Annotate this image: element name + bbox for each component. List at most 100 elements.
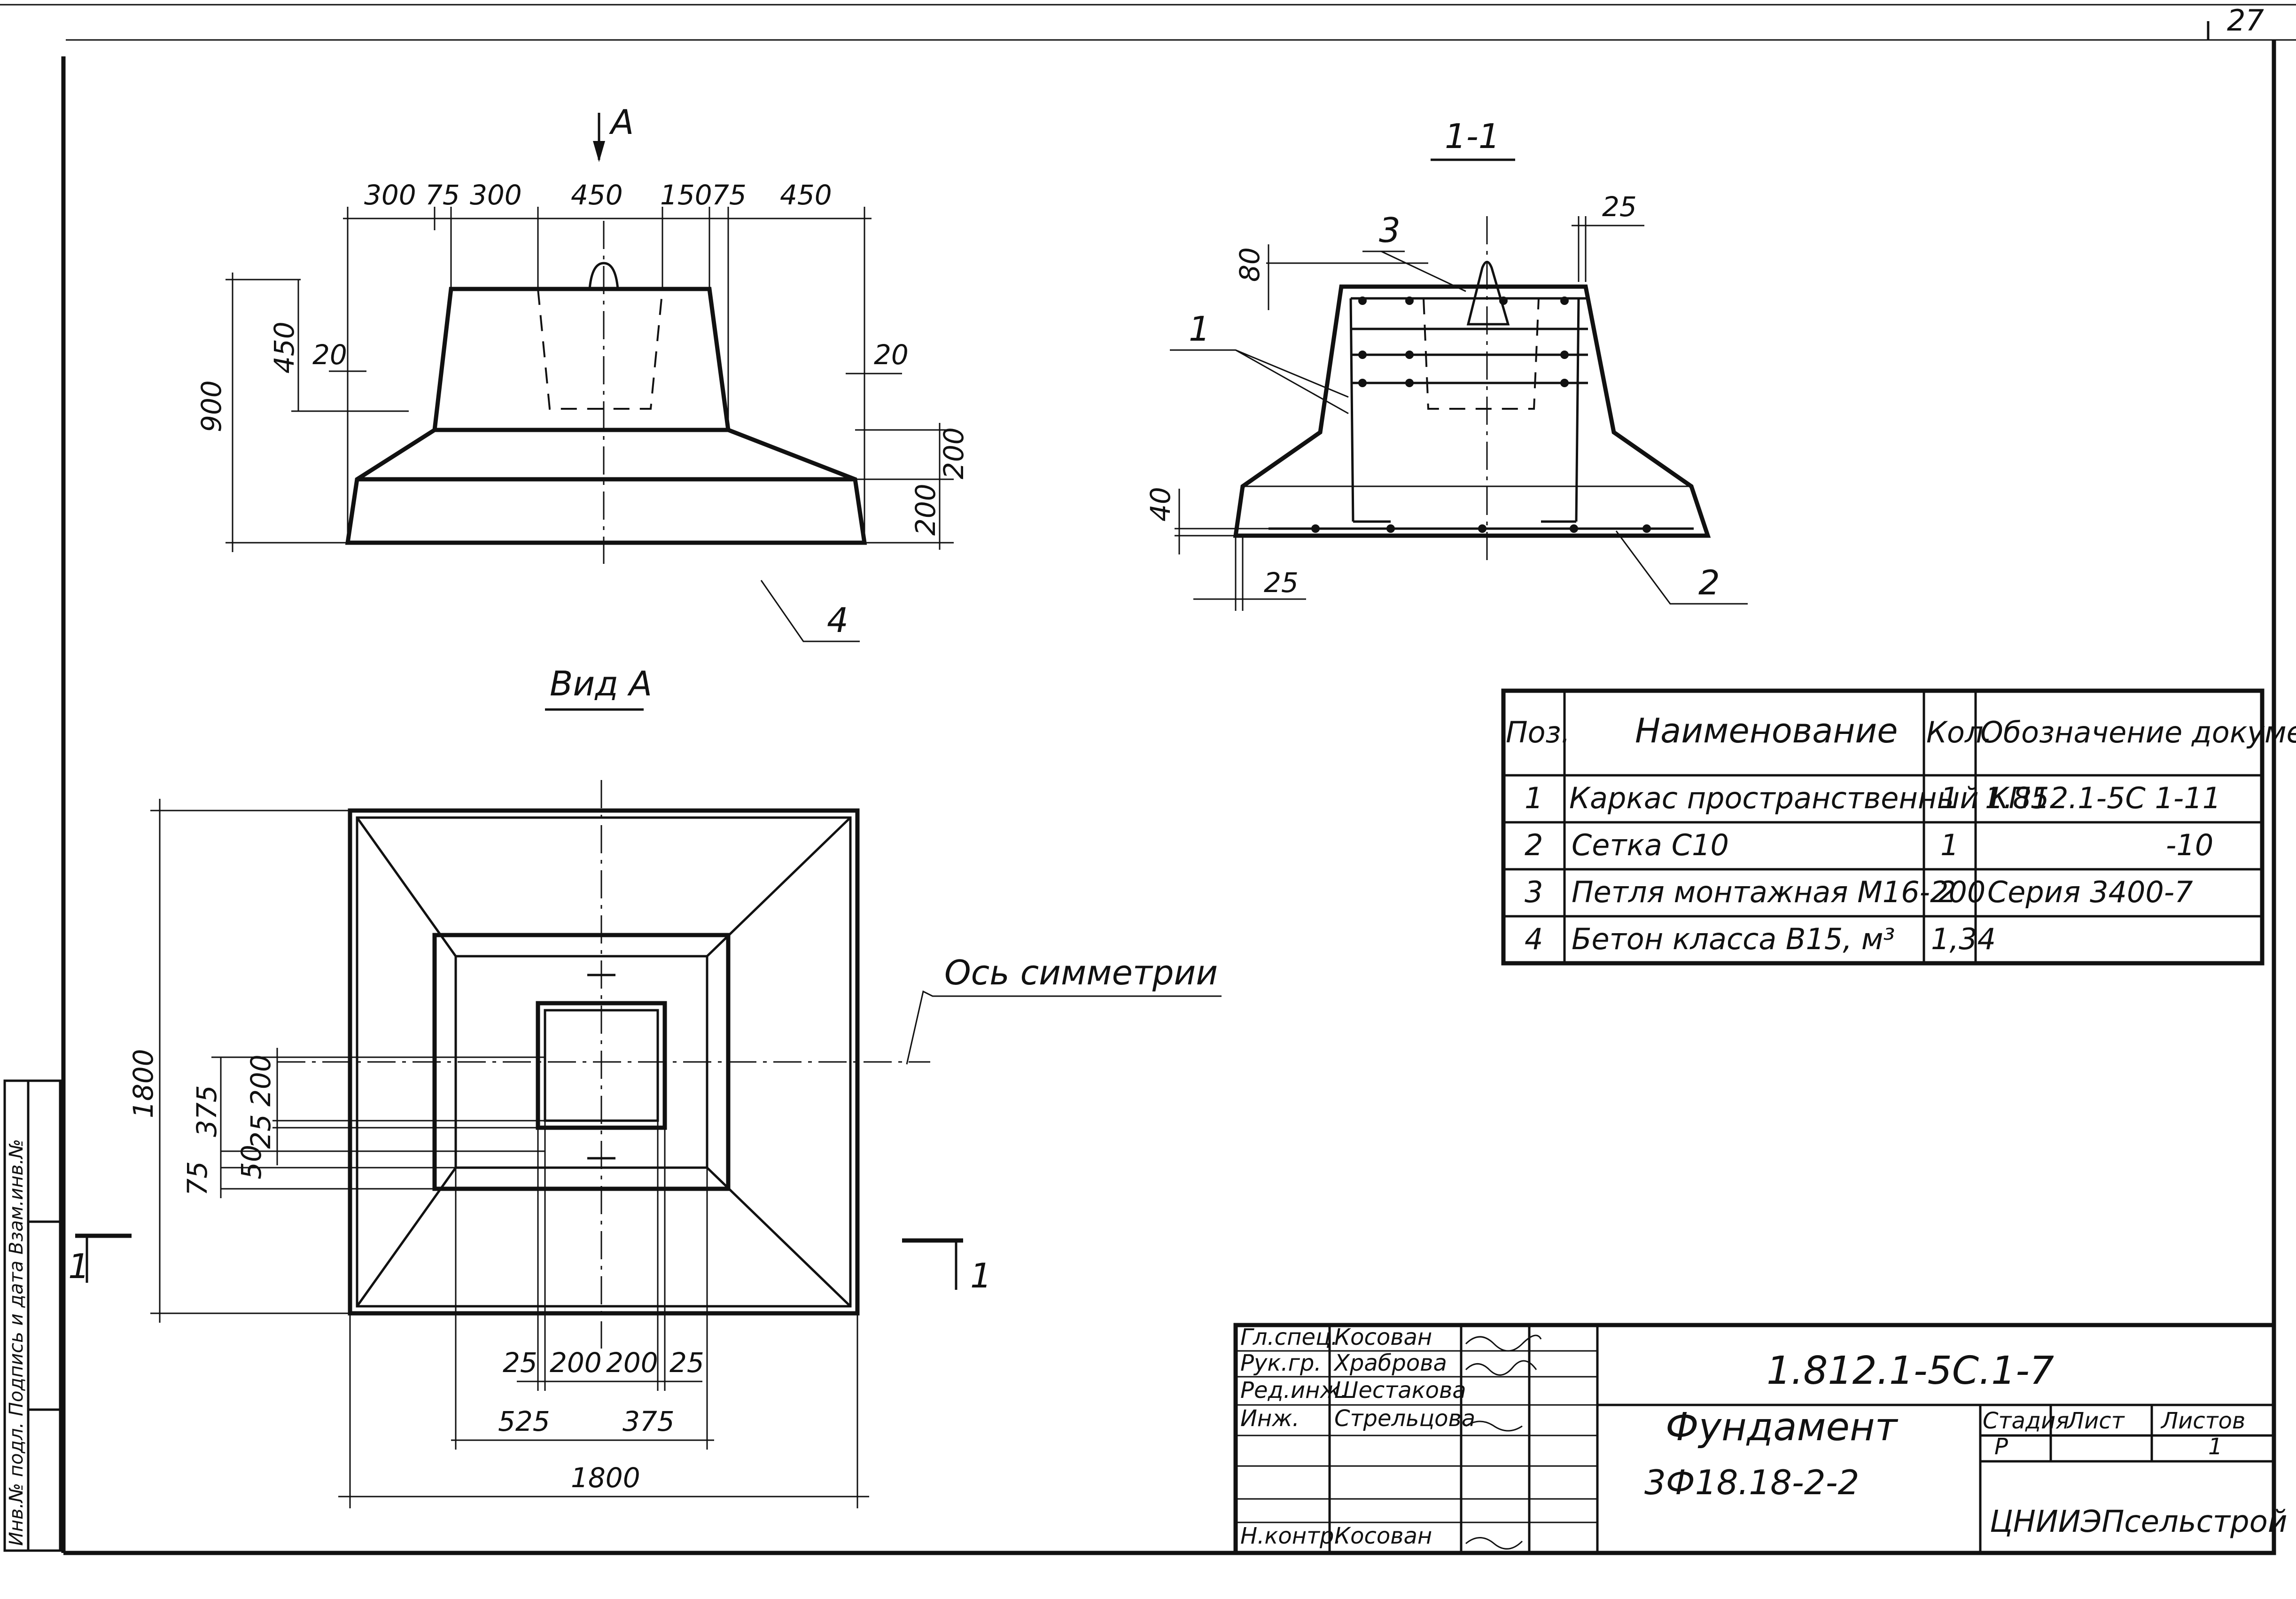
front-dim-top-2: 75 (425, 179, 460, 211)
plan-axis-label: Ось симметрии (944, 953, 1218, 992)
tb-name-3: Шестакова (1334, 1377, 1466, 1404)
plan-dim-left-75: 75 (181, 1161, 213, 1196)
tb-sheet-header: Лист (2066, 1408, 2125, 1434)
spec-row-3-doc: Серия 3400-7 (1987, 875, 2193, 909)
front-dim-left-upper: 450 (268, 321, 300, 374)
front-view-lifting-loop (588, 262, 619, 289)
plan-dim-bottom-200b: 200 (606, 1347, 658, 1379)
front-dim-right-20: 20 (874, 339, 909, 371)
plan-dim-height: 1800 (127, 1049, 159, 1118)
spec-table: Поз. Наименование Кол. Обозначение докум… (1501, 688, 2296, 966)
spec-row-4-name: Бетон класса В15, м³ (1572, 922, 1895, 956)
tb-role-2: Рук.гр. (1240, 1350, 1322, 1376)
tb-doc-code: 1.812.1-5С.1-7 (1767, 1349, 2054, 1393)
tb-role-5: Н.контр. (1240, 1523, 1341, 1549)
spec-row-4-qty: 1,34 (1931, 922, 1996, 956)
front-view-hidden-socket (537, 289, 663, 410)
title-block: Гл.спец. Косован Рук.гр. Храброва Ред.ин… (1233, 1323, 2287, 1555)
tb-mark: 3Ф18.18-2-2 (1644, 1463, 1860, 1502)
plan-dim-bottom-25b: 25 (669, 1347, 704, 1379)
plan-dim-bottom-200a: 200 (550, 1347, 602, 1379)
tb-role-4: Инж. (1240, 1405, 1300, 1432)
front-dim-right-200-lower: 200 (910, 484, 942, 536)
front-view-outline (345, 287, 867, 545)
section-dim-80: 80 (1234, 247, 1266, 282)
plan-diagonals (356, 817, 851, 1307)
spec-row-2-name: Сетка С10 (1572, 828, 1729, 862)
tb-name: Фундамент (1666, 1405, 1899, 1450)
spec-row-2-doc: -10 (2166, 828, 2213, 862)
view-arrow-label: A (609, 102, 634, 142)
tb-role-1: Гл.спец. (1240, 1324, 1338, 1350)
plan-dim-bottom-25a: 25 (503, 1347, 537, 1379)
front-pos-4: 4 (827, 601, 848, 640)
tb-sheets-value: 1 (2208, 1434, 2223, 1460)
section-pos-1: 1 (1189, 309, 1210, 349)
section-pos-3: 3 (1379, 211, 1401, 250)
section-dim-25-bottom: 25 (1264, 567, 1299, 599)
spec-row-1-qty: 1 (1940, 781, 1959, 815)
section-lifting-loop (1466, 261, 1510, 326)
front-dim-ticks (347, 207, 865, 543)
front-dim-left-20: 20 (312, 339, 347, 371)
plan-dim-left-375: 375 (191, 1085, 223, 1137)
tb-name-5: Косован (1334, 1523, 1432, 1549)
tb-stage-header: Стадия (1983, 1408, 2069, 1434)
spec-row-3-qty: 2 (1938, 875, 1956, 909)
front-dim-right-200-upper: 200 (938, 427, 970, 479)
plan-bottom-dim-lines (338, 1121, 869, 1508)
spec-row-1-pos: 1 (1525, 781, 1543, 815)
plan-socket-outline (536, 1001, 667, 1130)
spec-row-2-pos: 2 (1525, 828, 1543, 862)
plan-dim-bottom-525: 525 (498, 1405, 550, 1437)
tb-sheets-header: Листов (2160, 1408, 2245, 1434)
spec-header-name: Наименование (1635, 711, 1898, 750)
section-cage (1269, 296, 1694, 533)
spec-row-1-doc: 1.812.1-5С 1-11 (1985, 781, 2221, 815)
tb-name-2: Храброва (1333, 1350, 1447, 1376)
front-dim-top-7: 450 (780, 179, 832, 211)
section-title: 1-1 (1445, 117, 1500, 156)
page-number: 27 (2227, 3, 2264, 38)
plan-title: Вид А (550, 664, 652, 703)
plan-dim-width: 1800 (571, 1462, 640, 1494)
spec-row-3-pos: 3 (1525, 875, 1543, 909)
front-dim-top-4: 450 (571, 179, 623, 211)
spec-header-pos: Поз. (1506, 715, 1570, 749)
plan-left-dim-lines (211, 1048, 545, 1198)
section-outline (1233, 284, 1711, 538)
sheet-frame (0, 4, 2296, 1555)
front-dim-top-1: 300 (364, 179, 416, 211)
spec-header-qty: Кол. (1926, 715, 1992, 749)
plan-dim-left-200: 200 (245, 1054, 277, 1107)
plan-dim-left-25: 25 (245, 1114, 277, 1149)
section-dim-40: 40 (1144, 487, 1176, 522)
front-dim-top-5: 150 (660, 179, 712, 211)
plan-section-mark-left: 1 (68, 1247, 90, 1286)
plan-dim-left-50: 50 (235, 1145, 267, 1179)
section-dim-25-top: 25 (1602, 191, 1637, 223)
plan-dim-bottom-375: 375 (623, 1405, 675, 1437)
spec-row-1-name: Каркас пространственный КП5 (1569, 781, 2049, 815)
spec-row-3-name: Петля монтажная М16-200 (1572, 875, 1985, 909)
tb-signatures (1465, 1334, 1542, 1550)
tb-org: ЦНИИЭПсельстрой (1990, 1505, 2287, 1539)
front-dim-top-3: 300 (470, 179, 522, 211)
plan-view: Вид А Ось симметрии 1800 (68, 664, 1222, 1508)
tb-role-3: Ред.инж. (1240, 1377, 1347, 1404)
section-view: 1-1 3 1 2 (1144, 117, 1748, 611)
spec-row-4-pos: 4 (1525, 922, 1543, 956)
front-view: A 300 75 300 450 150 75 450 900 450 20 (195, 102, 970, 642)
tb-name-1: Косован (1334, 1324, 1432, 1350)
spec-header-doc: Обозначение документа (1980, 715, 2296, 749)
plan-section-mark-right: 1 (970, 1256, 992, 1295)
tb-name-4: Стрельцова (1334, 1405, 1475, 1432)
side-stamp-text: Инв.№ подл. Подпись и дата Взам.инв.№ (6, 1139, 27, 1546)
front-dim-left-total: 900 (195, 380, 227, 432)
front-dim-top-6: 75 (712, 179, 747, 211)
section-pos-2: 2 (1698, 563, 1720, 602)
spec-row-2-qty: 1 (1940, 828, 1959, 862)
tb-stage-value: Р (1994, 1434, 2008, 1460)
side-stamp: Инв.№ подл. Подпись и дата Взам.инв.№ (3, 1079, 62, 1552)
